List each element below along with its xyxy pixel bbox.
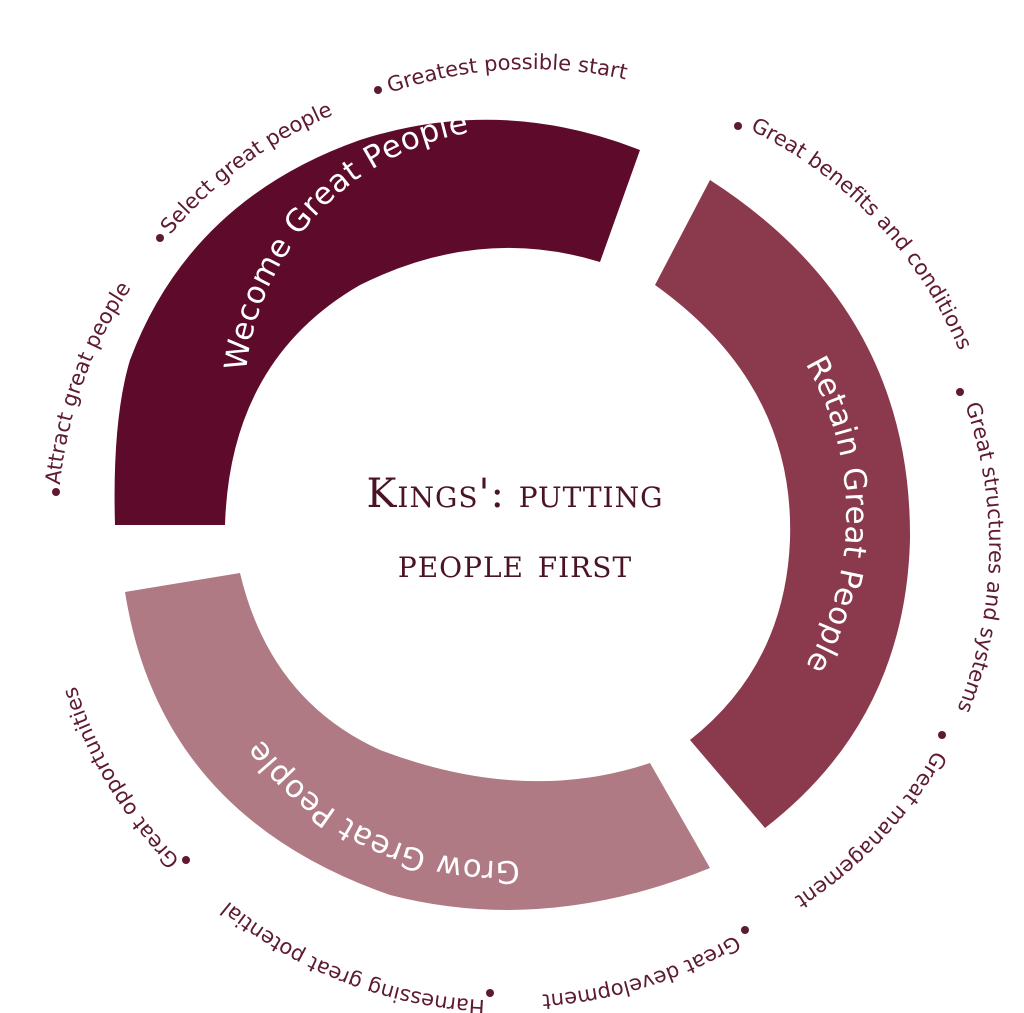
outer-item-potential: Harnessing great potential [216, 897, 485, 1013]
bullet-1 [374, 86, 382, 94]
bullet-6 [938, 731, 946, 739]
bullet-2 [156, 234, 164, 242]
center-title-line1: Kings': putting [367, 471, 664, 517]
bullet-5 [956, 388, 964, 396]
outer-item-development: Great development [542, 931, 745, 1013]
outer-item-greatest-start: Greatest possible start [384, 50, 630, 98]
bullet-9 [182, 856, 190, 864]
bullet-8 [486, 989, 494, 997]
outer-item-structures: Great structures and systems [953, 399, 1009, 717]
bullet-3 [52, 488, 60, 496]
segment-welcome [114, 119, 641, 525]
bullet-7 [741, 926, 749, 934]
center-title-line2: people first [398, 541, 632, 587]
bullet-4 [734, 122, 742, 130]
segment-retain [655, 180, 911, 828]
segment-grow [125, 573, 710, 910]
